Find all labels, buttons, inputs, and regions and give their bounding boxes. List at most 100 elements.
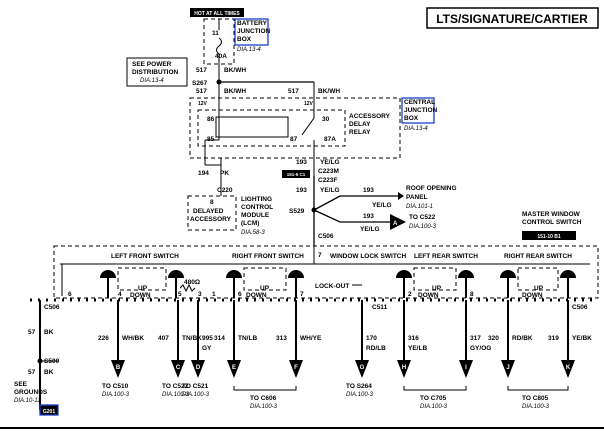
branch-color-g: RD/LB <box>366 345 386 352</box>
pin-2: 2 <box>408 291 412 298</box>
branch-color-e: TN/LB <box>238 335 257 342</box>
master-window-switch-outline <box>53 245 599 299</box>
branch-arrow-j <box>501 360 515 378</box>
gnd-57-circuit-2: 57 <box>28 369 36 376</box>
master-window-code: 151-10 B1 <box>537 234 561 240</box>
branch-arrow-g <box>355 360 369 378</box>
switch-label-left-front: LEFT FRONT SWITCH <box>111 253 179 260</box>
arrow-a-to: TO C522 <box>409 214 436 221</box>
ground-g201-link[interactable] <box>39 404 59 416</box>
wire-193-color-2: YE/LG <box>320 187 340 194</box>
branch-letter-h: H <box>402 365 406 371</box>
branch-to-d: TO C521 <box>182 383 209 390</box>
relay-pin-87a: 87A <box>324 136 336 143</box>
branch-arrow-f <box>289 360 303 378</box>
branch-circuit-h: 316 <box>408 335 419 342</box>
wire-193-color-3: YE/LG <box>372 202 392 209</box>
branch-dia-c: DIA.100-3 <box>162 392 190 398</box>
lock-out-label: LOCK-OUT <box>315 283 349 290</box>
branch-to-b: TO C510 <box>102 383 129 390</box>
splice-s529: S529 <box>289 208 305 215</box>
pin-1: 1 <box>212 291 216 298</box>
branch-color-c: TN/BK <box>182 335 202 342</box>
lcm-left-line-1: DELAYED <box>193 208 224 215</box>
battery-box-link[interactable] <box>234 18 269 46</box>
relay-outline <box>197 109 346 147</box>
down-label-lr: DOWN <box>418 292 439 299</box>
lcm-dia: DIA.58-3 <box>241 230 265 236</box>
up-label-rf: UP <box>260 285 270 292</box>
branch-circuit-b: 226 <box>98 335 109 342</box>
right-front-switch <box>226 267 304 298</box>
relay-line-1: ACCESSORY <box>349 113 391 120</box>
power-dist-line-1: SEE POWER <box>132 61 172 68</box>
resistor-symbol <box>179 283 196 293</box>
pin-5: 5 <box>178 291 182 298</box>
hot-tag <box>190 8 244 17</box>
branch-letter-j: J <box>506 365 509 371</box>
branch-circuit-j: 320 <box>488 335 499 342</box>
battery-box-line-1: BATTERY <box>237 20 268 27</box>
battery-box-line-3: BOX <box>237 36 252 43</box>
wire-193-circuit-2: 193 <box>296 187 307 194</box>
branch-color-h: YE/LB <box>408 345 427 352</box>
gnd-57-circuit-1: 57 <box>28 329 36 336</box>
pin-3: 3 <box>198 291 202 298</box>
master-window-code-tag <box>522 231 576 240</box>
wire-194-color: PK <box>220 170 229 177</box>
branch-circuit-f: 313 <box>276 335 287 342</box>
pin-6-rf: 6 <box>238 291 242 298</box>
power-dist-line-2: DISTRIBUTION <box>132 69 179 76</box>
connector-c223m: C223M <box>318 168 339 175</box>
lcm-left-line-2: ACCESSORY <box>190 216 232 223</box>
branch-color-i: GY/OG <box>470 345 491 352</box>
branch-letter-b: B <box>116 365 121 371</box>
connector-c223f: C223F <box>318 177 338 184</box>
fuse-number: 11 <box>212 30 219 37</box>
group-c705-to: TO C705 <box>420 395 447 402</box>
wire-517-color-1: BK/WH <box>224 67 246 74</box>
switch-label-window-lock: WINDOW LOCK SWITCH <box>330 253 406 260</box>
arrow-a-letter: A <box>393 221 398 227</box>
relay-coil <box>215 116 289 138</box>
down-label-rr: DOWN <box>522 292 543 299</box>
group-bracket-c805 <box>507 386 569 391</box>
branch-arrow-b <box>111 360 125 378</box>
branch-letter-e: E <box>232 365 236 371</box>
ground-code: G201 <box>43 409 55 415</box>
group-c805-to: TO C805 <box>522 395 549 402</box>
central-box-line-2: JUNCTION <box>404 107 438 114</box>
down-label-lf: DOWN <box>130 292 151 299</box>
central-box-link[interactable] <box>401 97 435 124</box>
branch-color-k: YE/BK <box>572 335 592 342</box>
branch-letter-c: C <box>176 365 181 371</box>
branch-arrow-k <box>561 360 575 378</box>
lcm-right-line-1: LIGHTING <box>241 196 272 203</box>
pin-7-rf: 7 <box>300 291 304 298</box>
wire-517-color-3: BK/WH <box>318 88 340 95</box>
fuse-symbol <box>216 37 222 55</box>
branch-circuit-e: 314 <box>214 335 225 342</box>
group-bracket-c606 <box>233 386 297 391</box>
hot-tag-label: HOT AT ALL TIMES <box>194 11 240 17</box>
wire-193-circuit-4: 193 <box>363 213 374 220</box>
master-window-line-1: MASTER WINDOW <box>522 211 581 218</box>
branch-arrow-i <box>459 360 473 378</box>
lcm-left-outline <box>187 195 237 231</box>
wire-193-color-4: YE/LG <box>360 226 380 233</box>
up-label-rr: UP <box>534 285 544 292</box>
relay-pin-87: 87 <box>290 136 298 143</box>
branch-color-f: WH/YE <box>300 335 322 342</box>
wire-193-circuit-3: 193 <box>363 187 374 194</box>
see-grounds-line-2: GROUNDS <box>14 389 48 396</box>
wire-517-circuit-3: 517 <box>288 88 299 95</box>
wire-517-circuit-2: 517 <box>196 88 207 95</box>
up-label-lf: UP <box>138 285 148 292</box>
resistor-label: 480Ω <box>184 279 200 286</box>
lcm-right-line-4: (LCM) <box>241 220 259 227</box>
branch-color-d: GY <box>202 345 212 352</box>
branch-letter-d: D <box>196 365 201 371</box>
relay-pin-86: 86 <box>207 116 215 123</box>
branch-circuit-i: 317 <box>470 335 481 342</box>
